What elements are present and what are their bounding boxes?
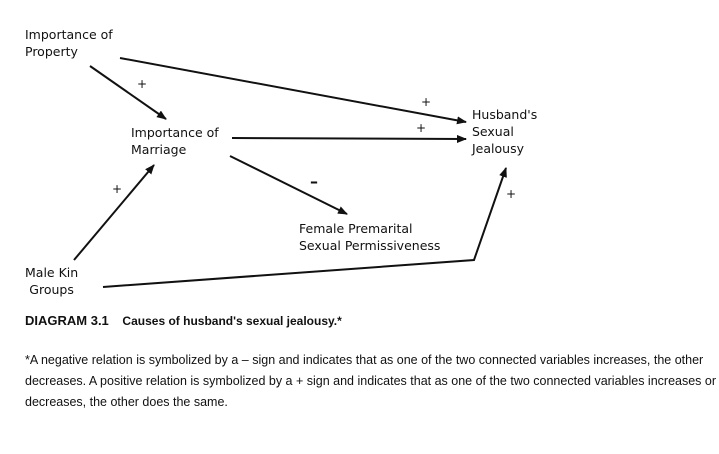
caption-text: Causes of husband's sexual jealousy.* <box>122 314 342 328</box>
caption-label: DIAGRAM 3.1 <box>25 313 109 328</box>
arrow-property-to-marriage <box>89 65 167 120</box>
node-male-kin-groups: Male Kin Groups <box>25 264 78 298</box>
node-label-line: Sexual Permissiveness <box>299 238 441 253</box>
arrow-property-to-jealousy <box>119 57 467 125</box>
node-label-line: Female Premarital <box>299 221 413 236</box>
sign-kin-marriage: + <box>112 182 123 196</box>
node-label-line: Jealousy <box>472 141 524 156</box>
sign-property-jealousy: + <box>421 95 432 109</box>
node-husbands-sexual-jealousy: Husband's Sexual Jealousy <box>472 106 537 157</box>
node-label-line: Marriage <box>131 142 187 157</box>
node-label-line: Property <box>25 44 78 59</box>
node-label-line: Male Kin <box>25 265 79 280</box>
footnote: *A negative relation is symbolized by a … <box>25 353 717 409</box>
node-label-line: Groups <box>29 282 74 297</box>
sign-marriage-permissiveness: – <box>310 172 318 191</box>
arrow-kin-to-marriage <box>73 164 155 261</box>
arrow-marriage-to-permissiveness <box>229 155 348 215</box>
node-importance-of-marriage: Importance of Marriage <box>131 124 219 158</box>
sign-property-marriage: + <box>137 77 148 91</box>
node-label-line: Importance of <box>25 27 113 42</box>
node-importance-of-property: Importance of Property <box>25 26 113 60</box>
arrow-marriage-to-jealousy <box>231 134 467 143</box>
node-label-line: Husband's <box>472 107 538 122</box>
sign-kin-jealousy: + <box>506 187 517 201</box>
node-label-line: Importance of <box>131 125 219 140</box>
node-female-premarital-sexual-permissiveness: Female Premarital Sexual Permissiveness <box>299 220 440 254</box>
sign-marriage-jealousy: + <box>416 121 427 135</box>
diagram-caption: DIAGRAM 3.1 Causes of husband's sexual j… <box>25 313 342 328</box>
arrow-kin-to-jealousy <box>102 167 507 288</box>
node-label-line: Sexual <box>472 124 514 139</box>
